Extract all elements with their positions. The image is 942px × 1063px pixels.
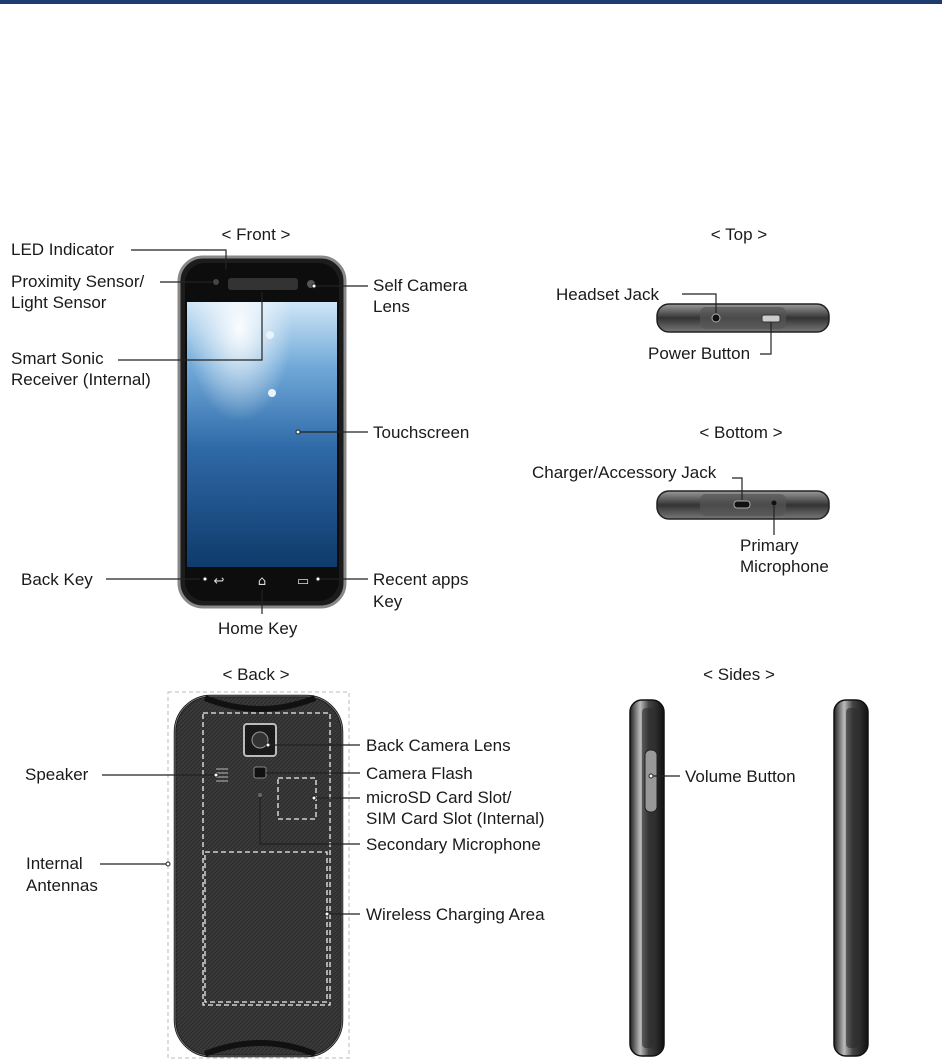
led-leader [131, 249, 227, 270]
primary-mic-label-2: Microphone [740, 557, 829, 576]
smart-sonic-label-1: Smart Sonic [11, 349, 104, 368]
back-camera-marker [265, 742, 271, 748]
headset-leader [682, 293, 717, 313]
back-camera-label: Back Camera Lens [366, 736, 511, 755]
internal-antennas-region [167, 691, 350, 1059]
self-camera-label-1: Self Camera [373, 276, 468, 295]
secondary-mic-hole [258, 793, 262, 797]
volume-button-label: Volume Button [685, 767, 796, 786]
header-bar [0, 0, 942, 4]
front-header: < Front > [222, 225, 291, 244]
proximity-sensor [213, 279, 219, 285]
power-leader [760, 322, 772, 355]
antennas-label-2: Antennas [26, 876, 98, 895]
recent-apps-label-2: Key [373, 592, 403, 611]
proximity-sensor-label-2: Light Sensor [11, 293, 107, 312]
bottom-header: < Bottom > [699, 423, 782, 442]
primary-mic-label-1: Primary [740, 536, 799, 555]
smart-sonic-label-2: Receiver (Internal) [11, 370, 151, 389]
speaker-grille [216, 768, 228, 782]
camera-flash-label: Camera Flash [366, 764, 473, 783]
back-view: < Back > Speaker Internal Antennas Back … [25, 665, 545, 1059]
back-top-notch [203, 695, 317, 712]
back-header: < Back > [222, 665, 289, 684]
back-phone-rim [174, 695, 343, 1057]
smart-sonic-leader [118, 292, 263, 361]
headset-jack [711, 313, 721, 323]
sd-slot-marker [311, 795, 317, 801]
back-bottom-notch [203, 1040, 317, 1057]
home-key-icon: ⌂ [258, 574, 266, 589]
power-button-label: Power Button [648, 344, 750, 363]
antennas-label-1: Internal [26, 854, 83, 873]
speaker-marker [213, 772, 219, 778]
sd-slot-label-1: microSD Card Slot/ [366, 788, 512, 807]
volume-marker [648, 773, 654, 779]
bottom-view: < Bottom > Charger/Accessory Jack Primar… [532, 423, 830, 576]
charger-leader [732, 477, 743, 500]
front-view: < Front > ↩ ⌂ ▭ LED Indicator Proximity … [11, 225, 469, 638]
recent-apps-label-1: Recent apps [373, 570, 468, 589]
recent-apps-marker [315, 576, 321, 582]
back-key-label: Back Key [21, 570, 93, 589]
front-speaker-grille [228, 278, 298, 290]
self-camera-marker [311, 283, 317, 289]
water-drop-2 [268, 389, 276, 397]
top-view: < Top > Headset Jack Power Button [556, 225, 830, 363]
back-camera-lens [251, 731, 269, 749]
primary-microphone [771, 500, 777, 506]
headset-jack-label: Headset Jack [556, 285, 659, 304]
water-drop-1 [266, 331, 274, 339]
power-button [761, 314, 781, 323]
back-key-icon: ↩ [214, 574, 225, 589]
right-side-band [846, 708, 858, 1048]
camera-flash [253, 766, 267, 779]
led-indicator-label: LED Indicator [11, 240, 114, 259]
secondary-mic-label: Secondary Microphone [366, 835, 541, 854]
proximity-sensor-label-1: Proximity Sensor/ [11, 272, 144, 291]
charger-jack-label: Charger/Accessory Jack [532, 463, 717, 482]
sides-header: < Sides > [703, 665, 775, 684]
back-inner-region [202, 712, 331, 1006]
recent-apps-key-icon: ▭ [297, 574, 309, 589]
self-camera-label-2: Lens [373, 297, 410, 316]
touchscreen-marker [295, 429, 301, 435]
top-header: < Top > [711, 225, 767, 244]
sd-slot-label-2: SIM Card Slot (Internal) [366, 809, 545, 828]
top-edge-band [700, 307, 786, 329]
wireless-charging-region [204, 851, 328, 1003]
volume-button [644, 749, 658, 813]
sides-view: < Sides > Volume Button [629, 665, 869, 1057]
charger-jack [733, 500, 751, 509]
back-key-marker [202, 576, 208, 582]
home-key-label: Home Key [218, 619, 298, 638]
wireless-marker [324, 911, 330, 917]
speaker-label: Speaker [25, 765, 89, 784]
wireless-charging-label: Wireless Charging Area [366, 905, 545, 924]
secondary-mic-leader [259, 797, 360, 845]
touchscreen-label: Touchscreen [373, 423, 469, 442]
antennas-marker [165, 861, 171, 867]
